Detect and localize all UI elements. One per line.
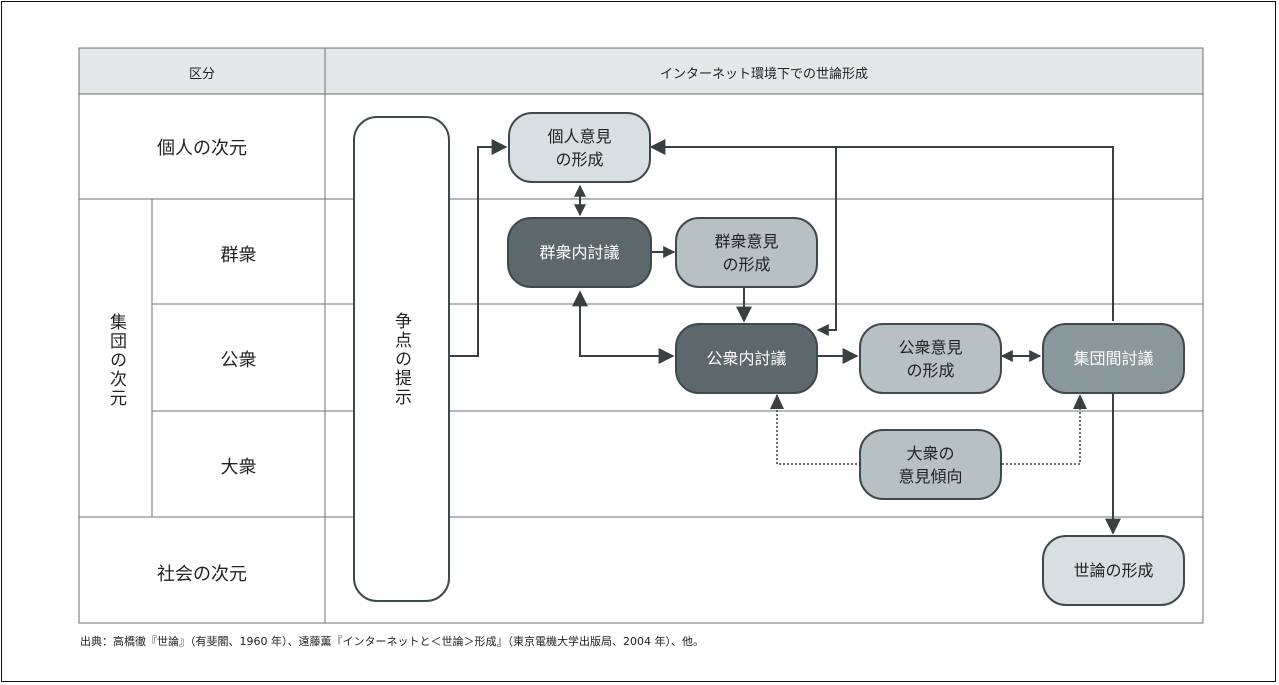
node-mass-tendency: 大衆の 意見傾向 <box>859 429 1002 500</box>
row-label-crowd: 群衆 <box>220 245 257 266</box>
node-public-opinion: 公衆意見 の形成 <box>859 323 1002 394</box>
issue-presentation-box <box>353 116 450 602</box>
row-label-mass: 大衆 <box>220 457 257 478</box>
issue-presentation-label: 争点の提示 <box>391 312 411 407</box>
node-public-discussion: 公衆内討議 <box>675 323 818 394</box>
row-label-group-dimension: 集団の次元 <box>106 313 126 408</box>
arrow-crowd-public <box>572 290 675 364</box>
row-label-public: 公衆 <box>220 350 257 371</box>
header-background <box>79 48 1203 94</box>
row-label-society: 社会の次元 <box>157 564 247 585</box>
source-note: 出典：高橋徹『世論』（有斐閣、1960 年）、遠藤薫『インターネットと＜世論＞形… <box>80 635 704 648</box>
header-main: インターネット環境下での世論形成 <box>659 67 868 82</box>
arrow-issue-to-individual <box>450 139 508 357</box>
dotted-mass-to-public <box>776 395 857 465</box>
header-category: 区分 <box>188 67 215 82</box>
row-label-individual: 個人の次元 <box>157 138 247 159</box>
dotted-mass-to-intergroup <box>1002 395 1081 465</box>
node-crowd-opinion: 群衆意見 の形成 <box>675 217 818 288</box>
arrow-to-public-discussion <box>816 147 837 336</box>
node-crowd-discussion: 群衆内討議 <box>507 217 652 288</box>
arrowhead-mass-public <box>770 394 784 409</box>
node-intergroup-discussion: 集団間討議 <box>1042 323 1185 394</box>
arrowhead-mass-intergroup <box>1073 394 1087 409</box>
node-individual-opinion: 個人意見 の形成 <box>508 112 651 183</box>
table-border <box>78 47 1204 624</box>
node-public-opinion-formation: 世論の形成 <box>1042 535 1185 606</box>
arrow-intergroup-to-individual <box>649 139 1114 321</box>
